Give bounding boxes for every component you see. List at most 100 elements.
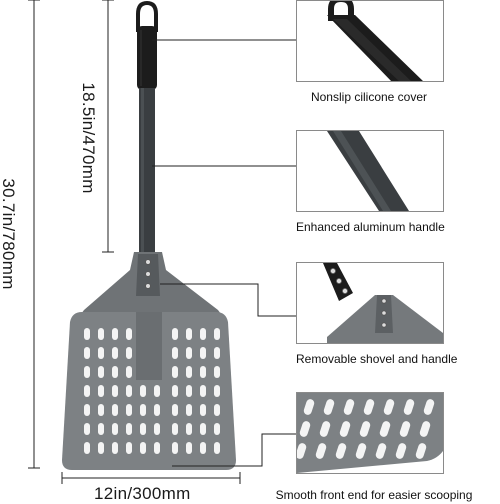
perforation-slot: [200, 347, 206, 359]
handle-length-label: 18.5in/470mm: [79, 82, 98, 194]
perforation-slot: [112, 385, 118, 397]
width-label: 12in/300mm: [94, 484, 191, 503]
perforation-slot: [84, 404, 90, 416]
perforation-slot: [140, 404, 146, 416]
perforation-slot: [98, 366, 104, 378]
perforation-slot: [383, 399, 395, 415]
perforation-slot: [200, 423, 206, 435]
perforation-slot: [299, 421, 311, 437]
callout-caption-joint: Removable shovel and handle: [296, 352, 458, 366]
perforation-slot: [154, 404, 160, 416]
perforation-slot: [126, 366, 132, 378]
perforation-slot: [186, 366, 192, 378]
handle-grip-icon: [327, 1, 423, 81]
perforation-slot: [363, 399, 375, 415]
perforation-slot: [186, 404, 192, 416]
perforation-slot: [399, 421, 411, 437]
perforation-slot: [98, 347, 104, 359]
perforation-slot: [172, 423, 178, 435]
perforation-slot: [154, 442, 160, 454]
perforation-slot: [98, 385, 104, 397]
hanging-loop-icon: [136, 0, 158, 32]
perforation-slot: [339, 421, 351, 437]
perforation-slot: [126, 328, 132, 340]
perforation-slot: [214, 385, 220, 397]
perforation-slot: [335, 443, 347, 459]
callout-thumb-joint: [296, 262, 444, 344]
perforation-slot: [172, 385, 178, 397]
perforation-slot: [355, 443, 367, 459]
callout-thumb-edge: [296, 392, 444, 474]
callout-thumb-handle: [296, 130, 444, 212]
perforation-slot: [214, 404, 220, 416]
perforation-slot: [395, 443, 407, 459]
shovel-joint-icon: [323, 263, 443, 343]
perforation-slot: [84, 442, 90, 454]
perforation-slot: [186, 442, 192, 454]
perforation-slot: [140, 442, 146, 454]
perforation-slot: [140, 385, 146, 397]
perforation-slot: [186, 423, 192, 435]
perforation-slot: [423, 399, 435, 415]
total-height-dimension-line: [28, 0, 40, 469]
perforation-slot: [172, 404, 178, 416]
perforation-slot: [98, 404, 104, 416]
perforation-slot: [214, 423, 220, 435]
perforation-slot: [84, 347, 90, 359]
perforation-slot: [154, 423, 160, 435]
perforation-slot: [200, 366, 206, 378]
perforation-slot: [172, 347, 178, 359]
perforation-slot: [214, 347, 220, 359]
aluminum-handle-icon: [327, 131, 409, 211]
perforation-slot: [419, 421, 431, 437]
perforation-slot: [359, 421, 371, 437]
perforation-slot: [98, 328, 104, 340]
perforation-slot: [98, 442, 104, 454]
perforation-slot: [214, 366, 220, 378]
perforation-slot: [84, 385, 90, 397]
silicone-grip: [137, 26, 157, 90]
perforation-slot: [112, 366, 118, 378]
perforation-slot: [84, 328, 90, 340]
perforation-slot: [172, 366, 178, 378]
perforation-slot: [415, 443, 427, 459]
perforation-slot: [126, 404, 132, 416]
perforation-slot: [186, 347, 192, 359]
perforated-blade: [62, 312, 236, 470]
perforation-slots: [84, 328, 220, 454]
perforation-slot: [403, 399, 415, 415]
perforation-slot: [112, 347, 118, 359]
perforation-slot: [200, 404, 206, 416]
perforation-slot: [126, 385, 132, 397]
perforation-slot: [126, 347, 132, 359]
handle-length-dimension-line: [102, 0, 114, 253]
perforation-slot: [214, 328, 220, 340]
callout-caption-grip: Nonslip cilicone cover: [310, 90, 428, 104]
perforated-edge-icon: [297, 393, 443, 473]
perforation-slot: [140, 423, 146, 435]
perforation-slot: [112, 328, 118, 340]
perforation-slot: [126, 423, 132, 435]
width-dimension-line: [61, 472, 241, 484]
perforation-slot: [186, 385, 192, 397]
perforation-slot: [375, 443, 387, 459]
callout-caption-edge: Smooth front end for easier scooping: [275, 488, 473, 502]
perforation-slot: [154, 385, 160, 397]
perforation-slot: [297, 443, 307, 459]
perforation-slot: [186, 328, 192, 340]
perforation-slot: [200, 328, 206, 340]
perforation-slot: [112, 423, 118, 435]
perforation-slot: [214, 442, 220, 454]
perforation-slot: [303, 399, 315, 415]
perforation-slot: [379, 421, 391, 437]
perforation-slot: [112, 404, 118, 416]
perforation-slot: [323, 399, 335, 415]
perforation-slot: [315, 443, 327, 459]
perforation-slot: [172, 328, 178, 340]
callout-leader-lines: [152, 39, 296, 467]
perforation-slot: [112, 442, 118, 454]
perforation-slot: [84, 423, 90, 435]
perforation-slot: [172, 442, 178, 454]
